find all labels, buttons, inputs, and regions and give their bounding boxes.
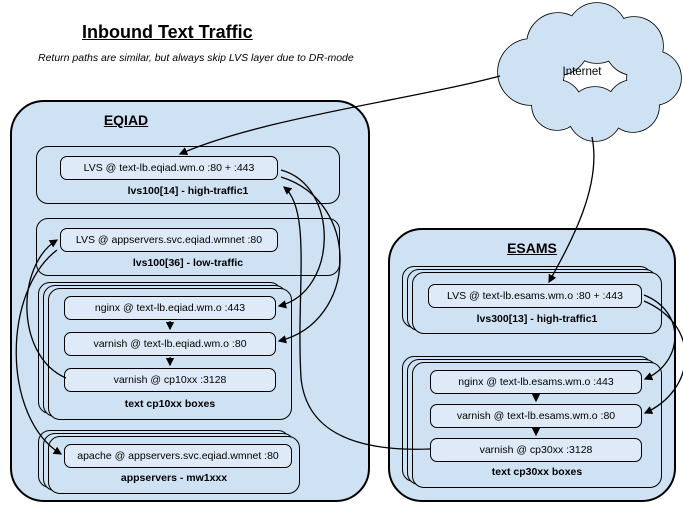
eqiad-varnish-be-node: varnish @ cp10xx :3128 (64, 368, 276, 392)
esams-varnish-be-node: varnish @ cp30xx :3128 (430, 438, 642, 462)
diagram-subtitle: Return paths are similar, but always ski… (38, 52, 354, 64)
eqiad-lvs-low-node: LVS @ appservers.svc.eqiad.wmnet :80 (60, 228, 278, 252)
eqiad-lvs-low-label: lvs100[36] - low-traffic (132, 257, 244, 269)
esams-lvs-high-label: lvs300[13] - high-traffic1 (476, 313, 598, 325)
eqiad-apache-node: apache @ appservers.svc.eqiad.wmnet :80 (64, 444, 292, 468)
internet-node-label: Internet (562, 66, 602, 78)
eqiad-appservers-label: appservers - mw1xxx (120, 472, 228, 484)
esams-nginx-node: nginx @ text-lb.esams.wm.o :443 (430, 370, 642, 394)
eqiad-lvs-high-node: LVS @ text-lb.eqiad.wm.o :80 + :443 (60, 156, 278, 180)
diagram-title: Inbound Text Traffic (82, 22, 253, 42)
esams-title: ESAMS (507, 240, 557, 256)
eqiad-lvs-high-label: lvs100[14] - high-traffic1 (127, 185, 249, 197)
eqiad-varnish-fe-node: varnish @ text-lb.eqiad.wm.o :80 (64, 332, 276, 356)
esams-varnish-fe-node: varnish @ text-lb.esams.wm.o :80 (430, 404, 642, 428)
eqiad-nginx-node: nginx @ text-lb.eqiad.wm.o :443 (64, 296, 276, 320)
esams-lvs-high-node: LVS @ text-lb.esams.wm.o :80 + :443 (428, 284, 642, 308)
esams-cp-stack-label: text cp30xx boxes (491, 466, 583, 478)
eqiad-title: EQIAD (103, 112, 149, 128)
eqiad-cp-stack-label: text cp10xx boxes (124, 398, 216, 410)
